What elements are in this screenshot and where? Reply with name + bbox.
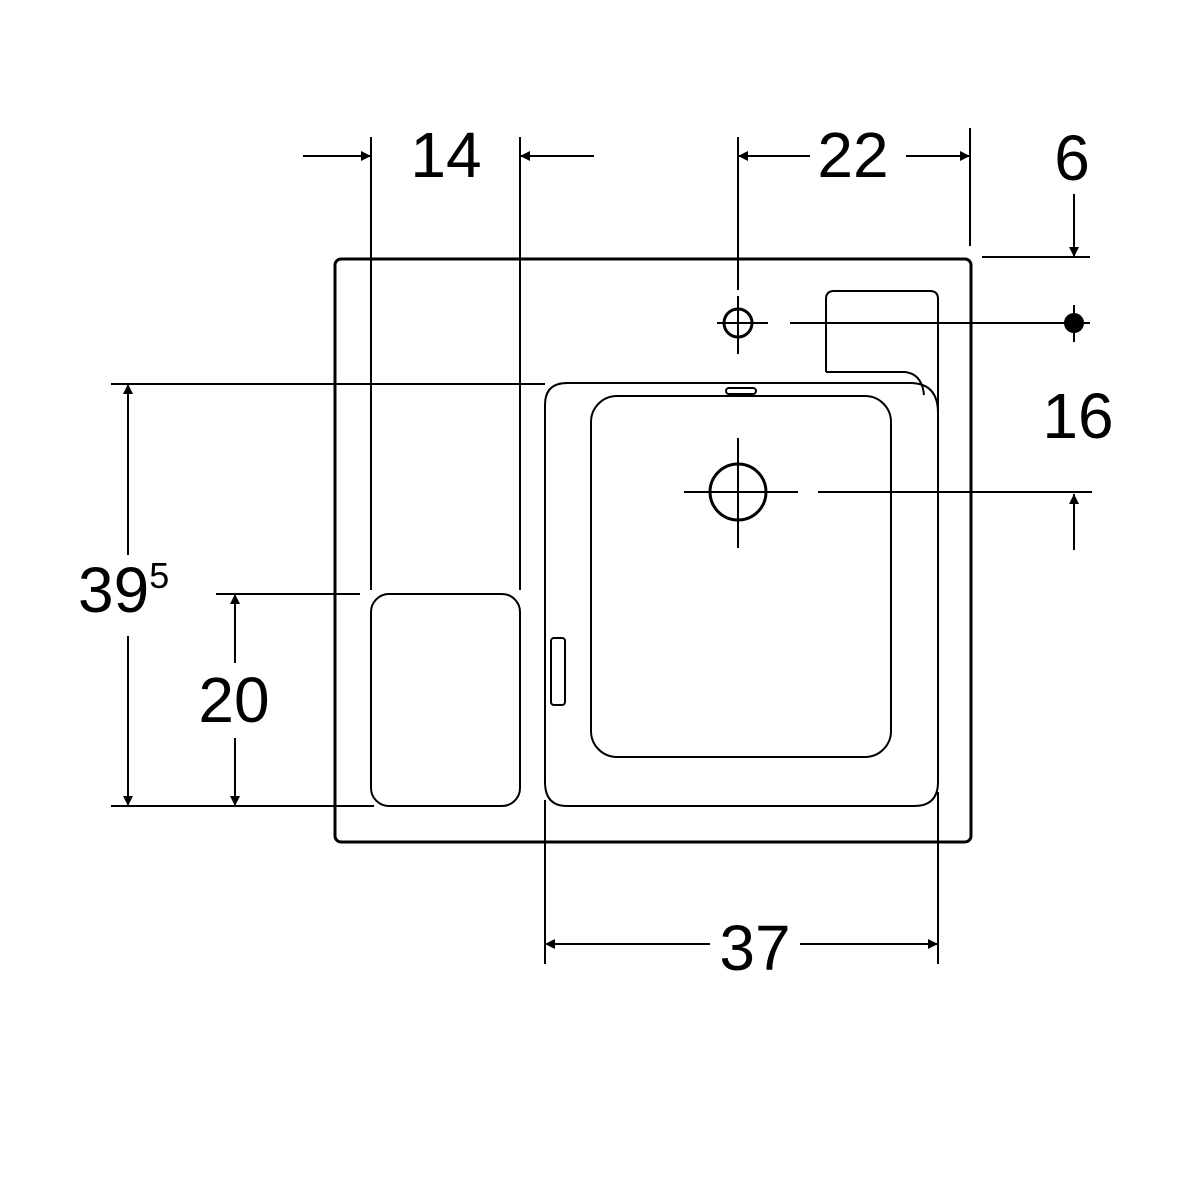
dimension-label-22: 22: [817, 119, 888, 191]
dimension-label-16: 16: [1042, 380, 1113, 452]
top-right-shelf: [825, 290, 939, 413]
dimension-label-39-5: 395: [78, 554, 169, 626]
rim-shoulder: [826, 371, 925, 396]
dimension-label-37: 37: [719, 912, 790, 984]
dimension-label-39: 39: [78, 554, 149, 626]
dimension-label-14: 14: [410, 119, 481, 191]
basin-outline: [333, 257, 973, 844]
dimension-label-6: 6: [1054, 122, 1090, 194]
side-overflow: [550, 637, 566, 706]
dimension-label-20: 20: [198, 664, 269, 736]
left-tray: [370, 593, 521, 807]
inner-bowl: [590, 395, 892, 758]
basin-rim: [544, 382, 939, 807]
dimension-label-superscript-5: 5: [149, 555, 169, 596]
overflow-slot: [725, 387, 757, 395]
